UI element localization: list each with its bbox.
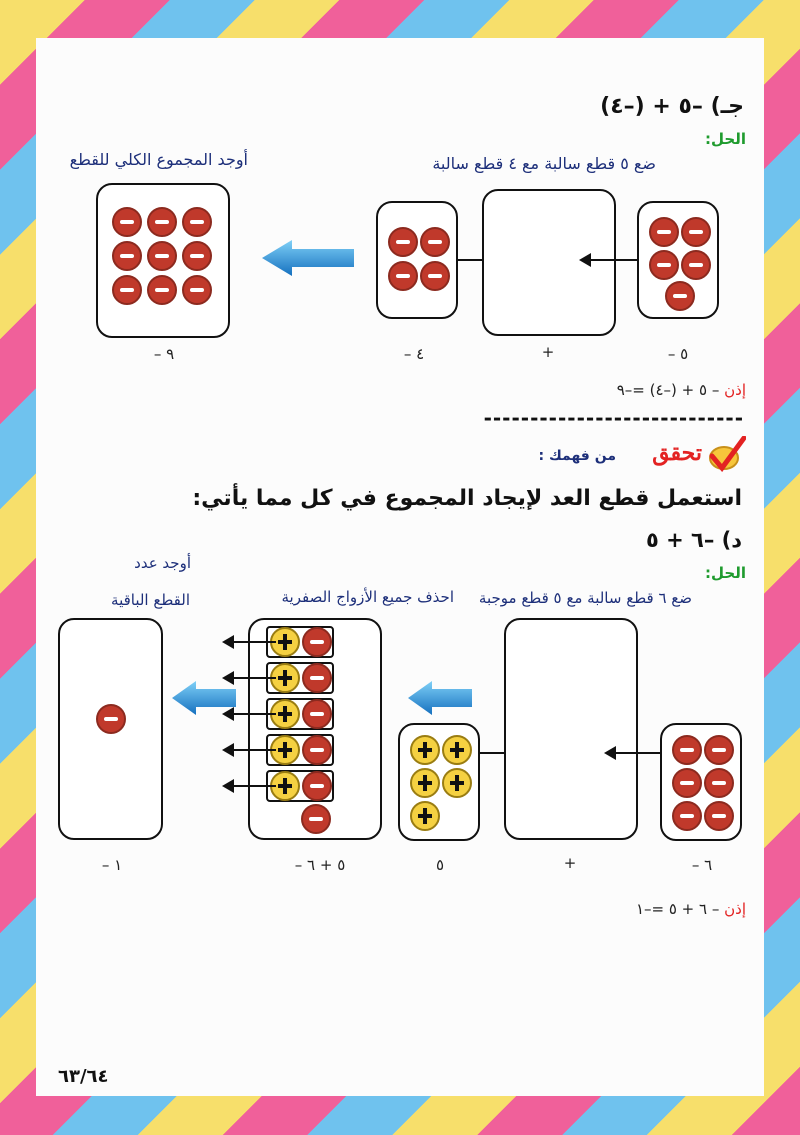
check-subtitle: من فهمك :	[538, 448, 616, 464]
zero-pair	[266, 698, 334, 730]
checkmark-icon	[709, 436, 746, 472]
zero-pair	[266, 770, 334, 802]
positive-five-box	[398, 723, 480, 841]
solution-label-d: الحل:	[705, 564, 746, 582]
instruction-text: استعمل قطع العد لإيجاد المجموع في كل مما…	[192, 486, 742, 511]
label-result-d: ١ –	[101, 856, 123, 874]
negative-counter	[704, 768, 734, 798]
arrow-left-icon	[222, 707, 276, 721]
negative-counter	[302, 627, 332, 657]
negative-counter	[388, 261, 418, 291]
negative-counter	[112, 275, 142, 305]
negative-counter	[96, 704, 126, 734]
positive-counter	[410, 735, 440, 765]
problem-c-title: جـ) –٥ + (–٤)	[600, 94, 744, 119]
positive-counter	[270, 627, 300, 657]
then-word: إذن	[724, 381, 746, 399]
check-title: تحقق	[652, 440, 702, 466]
label-a-c: ٥ –	[667, 345, 689, 363]
sum-box-c	[96, 183, 230, 338]
arrow-left-icon	[222, 779, 276, 793]
divider-line: ----------------------------	[483, 406, 744, 430]
label-plus-d: +	[563, 854, 577, 872]
negative-counter	[672, 735, 702, 765]
negative-counter	[672, 768, 702, 798]
step-text-total: أوجد المجموع الكلي للقطع	[69, 150, 248, 169]
positive-counter	[442, 735, 472, 765]
conclusion-expression: – ٥ + (–٤) =–٩	[616, 381, 725, 399]
positive-counter	[442, 768, 472, 798]
label-a-d: ٦ –	[691, 856, 713, 874]
negative-counter	[302, 735, 332, 765]
conclusion-d: إذن – ٦ + ٥ =–١	[636, 900, 746, 918]
negative-counter	[147, 275, 177, 305]
zero-pair	[266, 626, 334, 658]
negative-counter	[302, 699, 332, 729]
arrow-left-icon	[222, 635, 276, 649]
negative-counter	[302, 771, 332, 801]
negative-counter	[704, 801, 734, 831]
solution-label-c: الحل:	[705, 130, 746, 148]
conclusion-expression: – ٦ + ٥ =–١	[635, 900, 725, 918]
arrow-left-icon	[604, 746, 660, 760]
blue-arrow-icon	[262, 240, 354, 276]
negative-counter	[665, 281, 695, 311]
label-b-d: ٥	[435, 856, 445, 874]
page-number: ٦٣/٦٤	[58, 1066, 109, 1087]
positive-counter	[410, 801, 440, 831]
negative-counter	[182, 241, 212, 271]
positive-counter	[410, 768, 440, 798]
problem-d-title: د) –٦ + ٥	[645, 528, 742, 552]
worksheet-page: جـ) –٥ + (–٤) الحل: ضع ٥ قطع سالبة مع ٤ …	[36, 38, 764, 1096]
negative-counter	[301, 804, 331, 834]
negative-counter	[420, 261, 450, 291]
step-text-remove: احذف جميع الأزواج الصفرية	[281, 588, 454, 606]
arrow-left-icon	[579, 253, 639, 267]
step-text-combine: ضع ٥ قطع سالبة مع ٤ قطع سالبة	[432, 154, 656, 173]
negative-counter	[672, 801, 702, 831]
negative-counter	[147, 207, 177, 237]
positive-counter	[270, 699, 300, 729]
negative-counter	[147, 241, 177, 271]
negative-counter	[112, 241, 142, 271]
mat-box-c	[482, 189, 616, 336]
negative-counter	[182, 275, 212, 305]
arrow-left-icon	[222, 743, 276, 757]
arrow-left-icon	[222, 671, 276, 685]
negative-six-box	[660, 723, 742, 841]
negative-four-box	[376, 201, 458, 319]
step-text-count-1: أوجد عدد	[134, 554, 191, 572]
negative-counter	[704, 735, 734, 765]
remaining-box-d	[58, 618, 163, 840]
label-expression-d: ٥ + ٦ –	[294, 856, 346, 874]
negative-counter	[649, 217, 679, 247]
negative-counter	[302, 663, 332, 693]
conclusion-c: إذن – ٥ + (–٤) =–٩	[617, 381, 746, 399]
then-word: إذن	[724, 900, 746, 918]
step-text-place: ضع ٦ قطع سالبة مع ٥ قطع موجبة	[478, 589, 692, 607]
negative-counter	[681, 217, 711, 247]
mat-box-d	[504, 618, 638, 840]
negative-counter	[420, 227, 450, 257]
negative-five-box	[637, 201, 719, 319]
step-text-count-2: القطع الباقية	[111, 591, 190, 609]
label-plus-c: +	[541, 343, 555, 361]
negative-counter	[112, 207, 142, 237]
negative-counter	[681, 250, 711, 280]
zero-pair	[266, 734, 334, 766]
negative-counter	[649, 250, 679, 280]
label-sum-c: ٩ –	[153, 345, 175, 363]
blue-arrow-icon	[172, 681, 236, 715]
negative-counter	[182, 207, 212, 237]
negative-counter	[388, 227, 418, 257]
zero-pair	[266, 662, 334, 694]
positive-counter	[270, 735, 300, 765]
label-b-c: ٤ –	[403, 345, 425, 363]
zero-pairs-box	[248, 618, 382, 840]
blue-arrow-icon	[408, 681, 472, 715]
